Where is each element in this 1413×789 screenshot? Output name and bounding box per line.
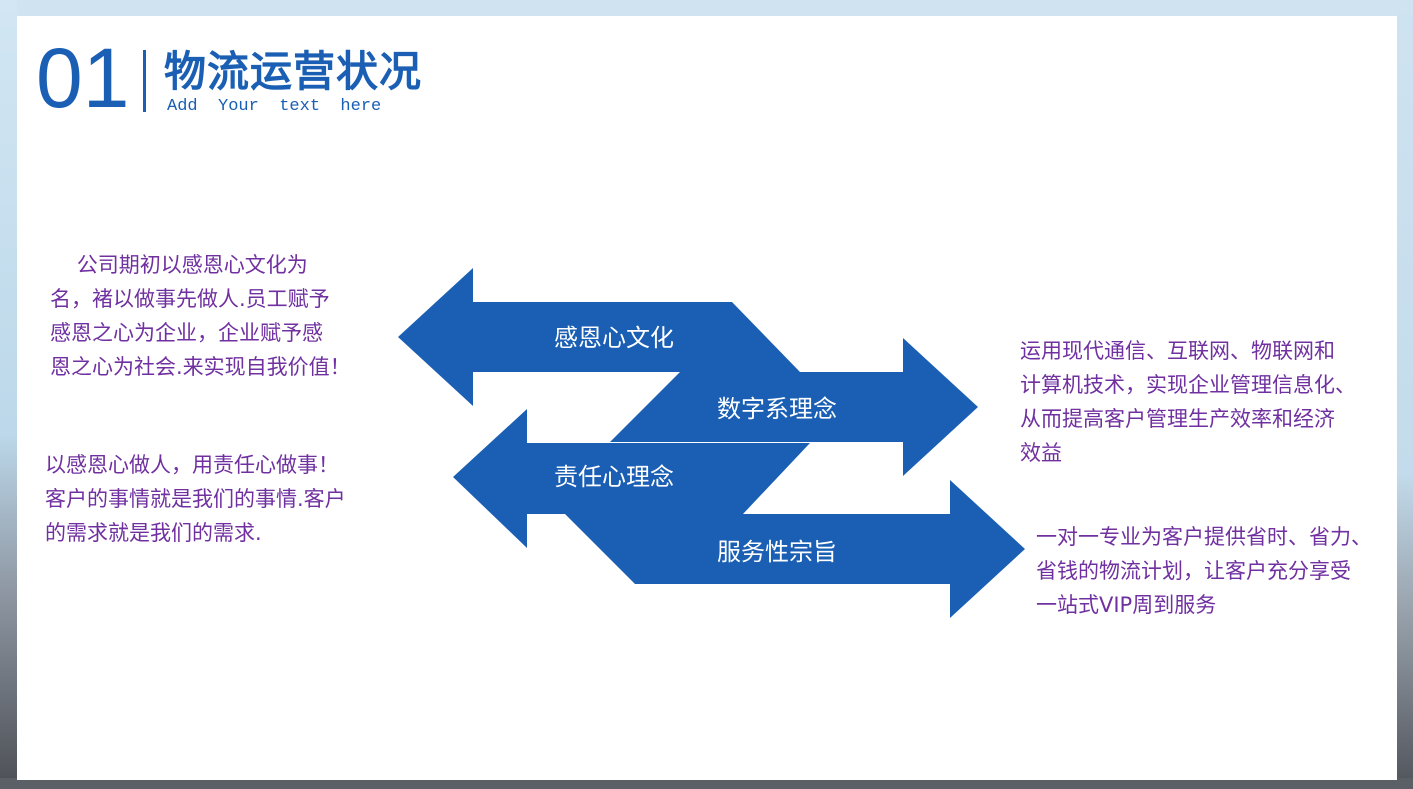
arrow-1-label: 感恩心文化 (554, 324, 674, 352)
description-service: 一对一专业为客户提供省时、省力、 省钱的物流计划，让客户充分享受 一站式VIP周… (1036, 525, 1372, 617)
background-right-strip (1397, 0, 1413, 789)
page-subtitle: Add Your text here (167, 97, 382, 116)
arrow-2-shape (610, 338, 978, 476)
arrow-4-label: 服务性宗旨 (717, 538, 837, 566)
section-number: 01 (36, 31, 130, 125)
description-gratitude-culture: 公司期初以感恩心文化为 名，褚以做事先做人.员工赋予 感恩之心为企业，企业赋予感… (50, 253, 351, 379)
page-title: 物流运营状况 (164, 47, 423, 96)
arrow-2-label: 数字系理念 (717, 395, 837, 423)
background-left-strip (0, 0, 17, 789)
arrow-4-shape (565, 480, 1025, 618)
arrow-3-shape (453, 409, 810, 548)
title-divider (143, 50, 146, 112)
arrow-3-label: 责任心理念 (554, 463, 674, 491)
description-digital: 运用现代通信、互联网、物联网和 计算机技术，实现企业管理信息化、 从而提高客户管… (1020, 339, 1356, 465)
background-bottom-strip (0, 778, 1413, 789)
description-responsibility: 以感恩心做人，用责任心做事！ 客户的事情就是我们的事情.客户 的需求就是我们的需… (45, 453, 346, 545)
arrow-1-shape (398, 268, 800, 406)
